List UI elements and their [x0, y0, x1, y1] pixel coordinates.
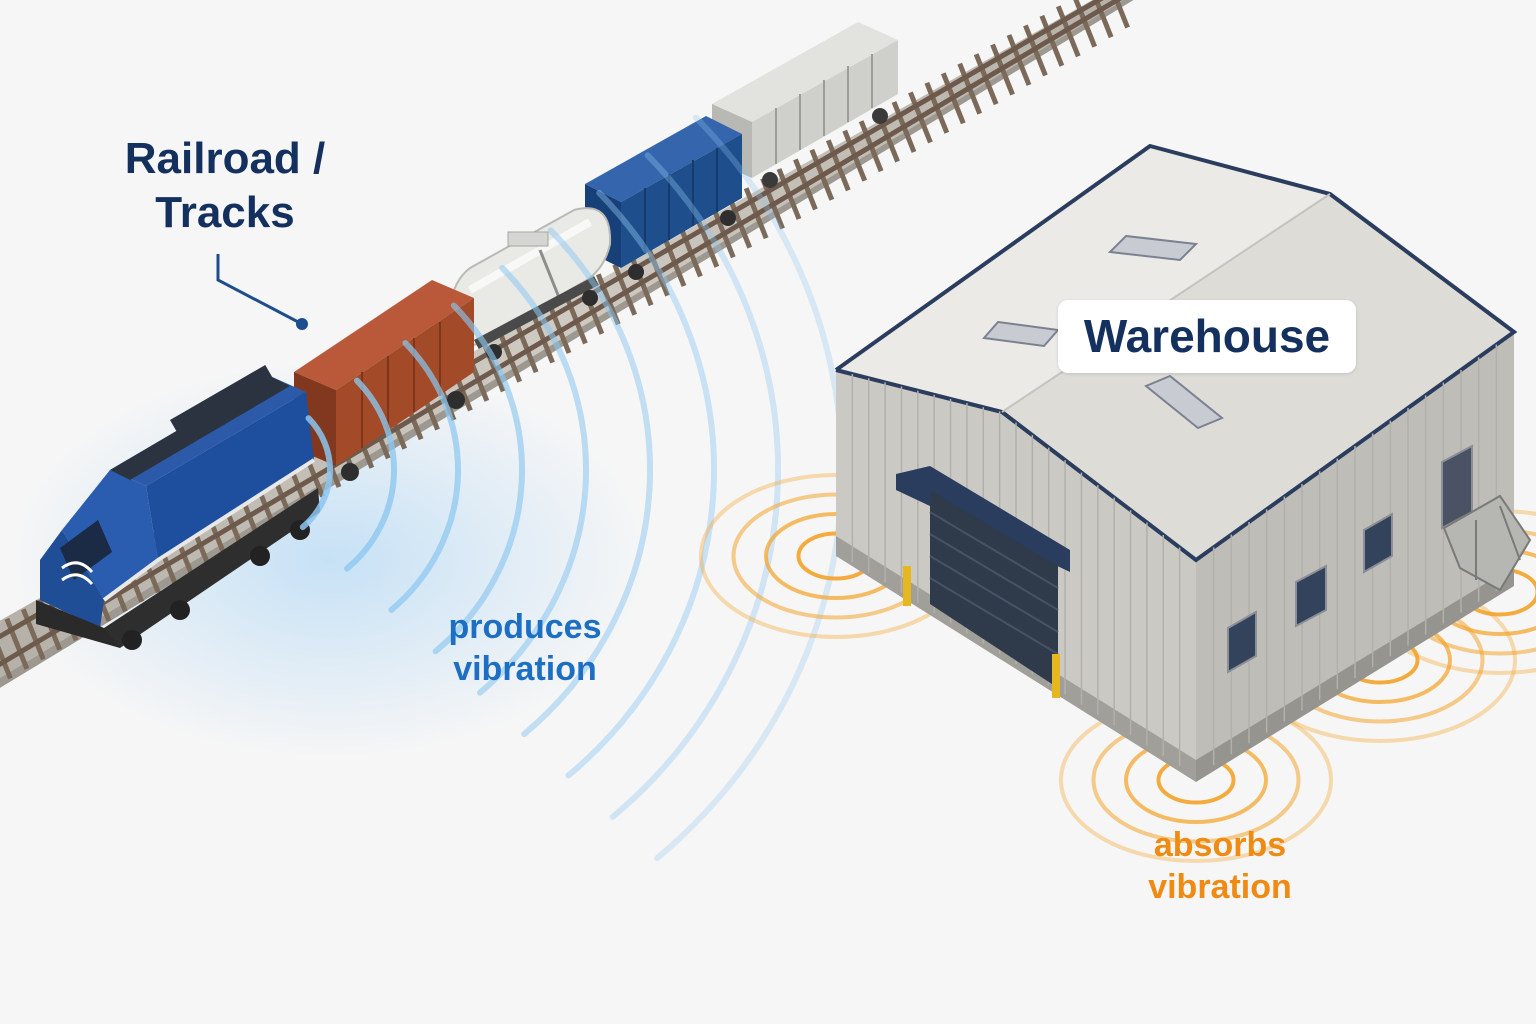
railroad-label-line1: Railroad / — [124, 134, 326, 183]
blue-boxcar — [585, 116, 742, 280]
warehouse-icon — [699, 143, 1536, 863]
sleeper — [546, 302, 572, 354]
absorbs-label-line1: absorbs — [1153, 826, 1287, 864]
sleeper — [612, 263, 638, 316]
sleeper — [0, 645, 13, 680]
vibration-arc — [565, 189, 717, 779]
locomotive — [36, 365, 320, 650]
sleeper — [563, 292, 588, 345]
railroad-callout-pointer — [216, 254, 308, 330]
vibration-arc — [432, 302, 525, 655]
sleeper — [513, 321, 539, 374]
produces-label-line1: produces — [448, 608, 602, 646]
vibration-arc — [344, 377, 397, 572]
absorbs-label-line2: vibration — [1148, 868, 1292, 906]
railroad-label-line2: Tracks — [155, 188, 295, 237]
train-icon — [36, 22, 898, 650]
vibration-arc — [299, 415, 333, 531]
vibration-arc — [388, 340, 461, 613]
railroad-tracks-label: Railroad / Tracks — [100, 132, 350, 240]
vibration-arc — [476, 264, 589, 696]
sleeper — [4, 617, 30, 670]
sleeper — [497, 330, 523, 383]
produces-label-line2: vibration — [453, 650, 597, 688]
sleeper — [20, 608, 46, 661]
absorbs-vibration-label: absorbs vibration — [1120, 824, 1320, 908]
sleeper — [530, 311, 555, 364]
produces-vibration-label: produces vibration — [420, 606, 630, 690]
vibration-arc — [609, 152, 781, 820]
warehouse-label: Warehouse — [1058, 300, 1356, 373]
vibration-arc — [521, 227, 653, 738]
